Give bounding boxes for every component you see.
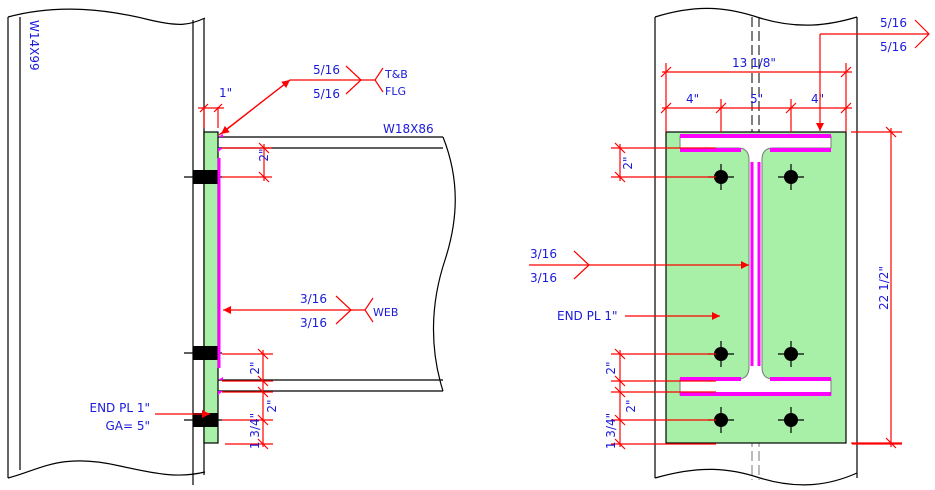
flange-weld-symbol — [218, 65, 384, 136]
bottom-dims-side — [222, 348, 273, 450]
beam-label: W18X86 — [383, 122, 434, 136]
bolt — [193, 413, 218, 427]
top-bolt-dim — [222, 142, 272, 183]
front-flange-weld-top-size: 5/16 — [880, 16, 907, 30]
bolt — [778, 407, 804, 433]
flange-weld-bottom-size: 5/16 — [313, 87, 340, 101]
welds-front — [680, 134, 831, 396]
front-top-bolt-dim-label: 2" — [621, 156, 635, 169]
front-bottom-flange-bolt-dim-label: 2" — [624, 399, 638, 412]
end-plate-note-line2: GA= 5" — [105, 419, 150, 433]
plate-height-dim — [851, 126, 902, 449]
flange-weld-leader — [220, 79, 291, 135]
front-web-weld-top-size: 3/16 — [530, 247, 557, 261]
front-flange-weld-bottom-size: 5/16 — [880, 40, 907, 54]
web-weld-top-size: 3/16 — [300, 292, 327, 306]
bolt — [708, 164, 734, 190]
bolts-front — [708, 164, 804, 433]
top-bolt-dim-label: 2" — [257, 148, 271, 161]
flange-weld-tail-2: FLG — [385, 85, 406, 98]
front-view: 13 1/8" 4" 5" 4" 5/16 5/16 3/16 3/16 END… — [529, 7, 930, 486]
gage-label: 5" — [750, 92, 763, 106]
plate-width-label: 13 1/8" — [732, 56, 776, 70]
bottom-flange-bolt-dim-label: 2" — [265, 399, 279, 412]
bolt — [708, 407, 734, 433]
left-edge-label: 4" — [686, 92, 699, 106]
web-weld-bottom-size: 3/16 — [300, 316, 327, 330]
front-left-dims — [611, 142, 902, 450]
right-edge-label: 4" — [811, 92, 824, 106]
bolt — [778, 164, 804, 190]
front-bottom-bolt-dim-label: 2" — [604, 361, 618, 374]
plate-thickness-label: 1" — [219, 86, 232, 100]
column-label: W14X99 — [27, 20, 41, 71]
bolt — [193, 170, 218, 184]
side-view: W14X99 W18X86 — [7, 8, 456, 485]
plate-thickness-dim — [198, 103, 224, 128]
bolt — [193, 346, 218, 360]
bolt — [778, 341, 804, 367]
beam-w18x86 — [218, 136, 456, 392]
web-weld-symbol — [223, 295, 374, 325]
front-end-plate-label: END PL 1" — [557, 309, 618, 323]
front-edge-distance-dim-label: 1 3/4" — [604, 413, 618, 449]
edge-distance-dim-label: 1 3/4" — [248, 413, 262, 449]
front-web-weld-bottom-size: 3/16 — [530, 271, 557, 285]
end-plate-note-line1: END PL 1" — [89, 401, 150, 415]
web-weld-symbol-front — [529, 250, 749, 280]
flange-weld-tail-1: T&B — [384, 68, 408, 81]
bottom-bolt-dim-label: 2" — [248, 361, 262, 374]
flange-weld-top-size: 5/16 — [313, 63, 340, 77]
web-weld-tail: WEB — [373, 306, 398, 319]
plate-height-label: 22 1/2" — [877, 266, 891, 310]
flange-weld-symbol-front — [816, 19, 930, 131]
bolts-side — [184, 170, 222, 427]
